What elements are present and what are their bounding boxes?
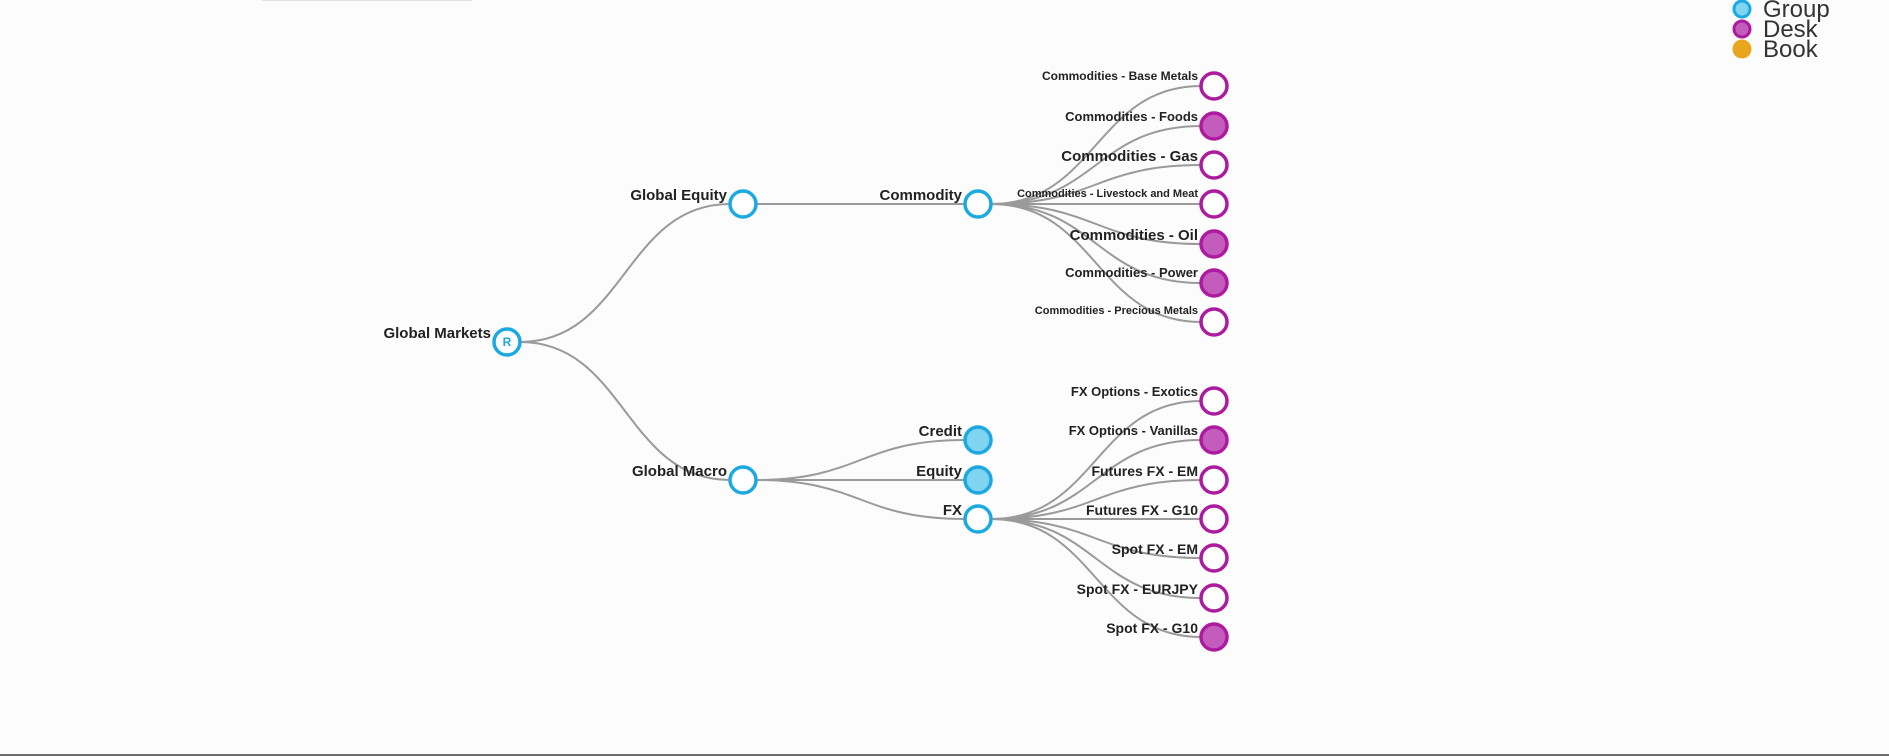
node-spot-fx-eurjpy[interactable]: Spot FX - EURJPY	[1077, 581, 1229, 613]
node-label: Commodities - Power	[1065, 265, 1198, 280]
node-label: Commodities - Foods	[1065, 109, 1198, 124]
node-fx-options-vanillas[interactable]: FX Options - Vanillas	[1069, 423, 1229, 455]
link-fx-f3	[990, 479, 1202, 520]
bottom-divider	[0, 754, 1889, 756]
node-global-macro[interactable]: Global Macro	[632, 463, 758, 495]
node-credit[interactable]: Credit	[919, 423, 993, 455]
link-commodity-c2	[990, 125, 1202, 205]
group-node-circle[interactable]	[963, 504, 993, 534]
group-node-circle[interactable]	[728, 189, 758, 219]
node-label: Spot FX - EURJPY	[1077, 581, 1199, 597]
node-commodities-base-metals[interactable]: Commodities - Base Metals	[1042, 69, 1229, 101]
link-fx-f2	[990, 439, 1202, 520]
legend-item-book: Book	[1732, 36, 1819, 63]
desk-node-circle[interactable]	[1199, 504, 1229, 534]
legend-swatch-icon	[1732, 0, 1752, 19]
desk-node-circle[interactable]	[1199, 465, 1229, 495]
top-divider	[262, 0, 472, 1]
node-label: Global Markets	[383, 325, 491, 342]
node-label: Commodities - Oil	[1070, 227, 1198, 244]
node-label: Spot FX - G10	[1106, 620, 1198, 636]
desk-node-circle[interactable]	[1199, 229, 1229, 259]
legend-item-desk: Desk	[1732, 16, 1819, 43]
node-commodities-precious-metals[interactable]: Commodities - Precious Metals	[1035, 305, 1229, 337]
node-commodity[interactable]: Commodity	[880, 187, 993, 219]
node-label: Equity	[916, 463, 962, 480]
node-label: Futures FX - EM	[1091, 463, 1198, 479]
link-gm-credit	[755, 439, 966, 481]
node-fx[interactable]: FX	[943, 502, 993, 534]
group-node-circle[interactable]	[728, 465, 758, 495]
group-node-circle[interactable]	[963, 189, 993, 219]
desk-node-circle[interactable]	[1199, 268, 1229, 298]
link-root-gm	[519, 341, 731, 481]
link-commodity-c7	[990, 203, 1202, 323]
node-label: Global Macro	[632, 463, 727, 480]
link-gm-fx	[755, 479, 966, 520]
node-spot-fx-em[interactable]: Spot FX - EM	[1112, 541, 1229, 573]
desk-node-circle[interactable]	[1199, 189, 1229, 219]
node-commodities-livestock-and-meat[interactable]: Commodities - Livestock and Meat	[1017, 188, 1229, 219]
legend-swatch-icon	[1732, 39, 1752, 59]
node-global-markets[interactable]: R Global Markets	[383, 325, 522, 357]
node-label: FX Options - Vanillas	[1069, 423, 1198, 438]
desk-node-circle[interactable]	[1199, 543, 1229, 573]
legend-label: Group	[1763, 0, 1830, 23]
node-fx-options-exotics[interactable]: FX Options - Exotics	[1071, 384, 1229, 416]
desk-node-circle[interactable]	[1199, 386, 1229, 416]
tree-links	[519, 85, 1202, 638]
node-label: Credit	[919, 423, 962, 440]
link-commodity-c6	[990, 203, 1202, 284]
desk-node-circle[interactable]	[1199, 71, 1229, 101]
link-root-ge	[519, 203, 731, 343]
node-label: Commodities - Gas	[1061, 148, 1198, 165]
node-futures-fx-em[interactable]: Futures FX - EM	[1091, 463, 1229, 495]
node-label: FX Options - Exotics	[1071, 384, 1198, 399]
legend-item-group: Group	[1732, 0, 1830, 23]
node-label: Spot FX - EM	[1112, 541, 1198, 557]
link-fx-f5	[990, 518, 1202, 559]
node-commodities-gas[interactable]: Commodities - Gas	[1061, 148, 1229, 180]
desk-node-circle[interactable]	[1199, 111, 1229, 141]
node-global-equity[interactable]: Global Equity	[630, 187, 758, 219]
node-commodities-oil[interactable]: Commodities - Oil	[1070, 227, 1229, 259]
desk-node-circle[interactable]	[1199, 150, 1229, 180]
link-fx-f7	[990, 518, 1202, 638]
node-label: Futures FX - G10	[1086, 502, 1198, 518]
group-node-circle[interactable]	[963, 425, 993, 455]
group-node-circle[interactable]	[963, 465, 993, 495]
link-commodity-c3	[990, 164, 1202, 205]
link-commodity-c1	[990, 85, 1202, 205]
link-fx-f6	[990, 518, 1202, 599]
legend-swatch-icon	[1732, 19, 1752, 39]
link-fx-f1	[990, 400, 1202, 520]
legend-label: Desk	[1763, 16, 1819, 43]
node-label: Global Equity	[630, 187, 727, 204]
group-node-circle[interactable]	[492, 327, 522, 357]
legend-label: Book	[1763, 36, 1819, 63]
node-label: Commodity	[880, 187, 963, 204]
root-glyph: R	[503, 335, 512, 349]
desk-node-circle[interactable]	[1199, 583, 1229, 613]
desk-node-circle[interactable]	[1199, 622, 1229, 652]
node-commodities-power[interactable]: Commodities - Power	[1065, 265, 1229, 298]
node-label: FX	[943, 502, 962, 519]
node-equity[interactable]: Equity	[916, 463, 993, 495]
link-commodity-c5	[990, 203, 1202, 245]
desk-node-circle[interactable]	[1199, 307, 1229, 337]
node-label: Commodities - Base Metals	[1042, 69, 1198, 83]
desk-node-circle[interactable]	[1199, 425, 1229, 455]
node-label: Commodities - Precious Metals	[1035, 305, 1198, 317]
node-label: Commodities - Livestock and Meat	[1017, 188, 1198, 200]
node-commodities-foods[interactable]: Commodities - Foods	[1065, 109, 1229, 141]
node-futures-fx-g10[interactable]: Futures FX - G10	[1086, 502, 1229, 534]
node-spot-fx-g10[interactable]: Spot FX - G10	[1106, 620, 1229, 652]
